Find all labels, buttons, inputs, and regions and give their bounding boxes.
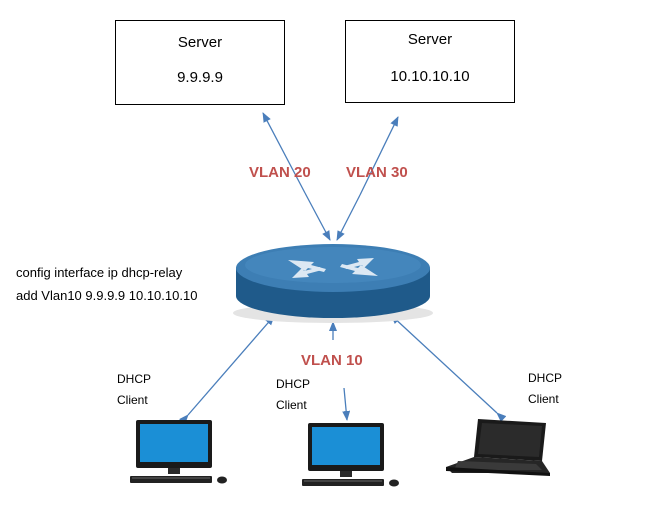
client-2-label: DHCP Client — [276, 374, 310, 416]
vlan-30-label: VLAN 30 — [346, 164, 408, 181]
arrow-server-1-to-router — [304, 192, 331, 241]
arrow-router-to-server-2 — [359, 116, 399, 196]
arrow-vlan10-to-client-2 — [342, 387, 351, 421]
arrow-server-2-to-router — [336, 194, 361, 241]
client-label-line-1: DHCP — [117, 372, 152, 386]
client-label-line-2: Client — [528, 392, 559, 406]
relay-command-line-1: config interface ip dhcp-relay — [16, 265, 183, 280]
server-ip: 10.10.10.10 — [390, 68, 470, 85]
laptop-icon — [446, 419, 550, 476]
client-label-line-2: Client — [117, 393, 148, 407]
server-title: Server — [407, 31, 453, 48]
server-title: Server — [177, 34, 223, 51]
server-box-1: Server 9.9.9.9 — [115, 20, 285, 105]
client-3-label: DHCP Client — [528, 368, 562, 410]
desktop-computer-icon — [130, 420, 227, 484]
client-1-label: DHCP Client — [117, 369, 151, 411]
vlan-20-label: VLAN 20 — [249, 164, 311, 181]
vlan-10-label: VLAN 10 — [301, 352, 363, 369]
server-box-2: Server 10.10.10.10 — [345, 20, 515, 103]
router-icon — [233, 244, 433, 323]
arrow-client-3-router — [390, 314, 507, 423]
client-label-line-2: Client — [276, 398, 307, 412]
desktop-computer-icon — [302, 423, 399, 487]
arrow-client-1-router — [179, 315, 275, 425]
relay-command-line-2: add Vlan10 9.9.9.9 10.10.10.10 — [16, 288, 198, 303]
server-ip: 9.9.9.9 — [177, 69, 223, 86]
arrow-router-to-server-1 — [262, 112, 306, 194]
client-label-line-1: DHCP — [276, 377, 311, 391]
client-label-line-1: DHCP — [528, 371, 563, 385]
